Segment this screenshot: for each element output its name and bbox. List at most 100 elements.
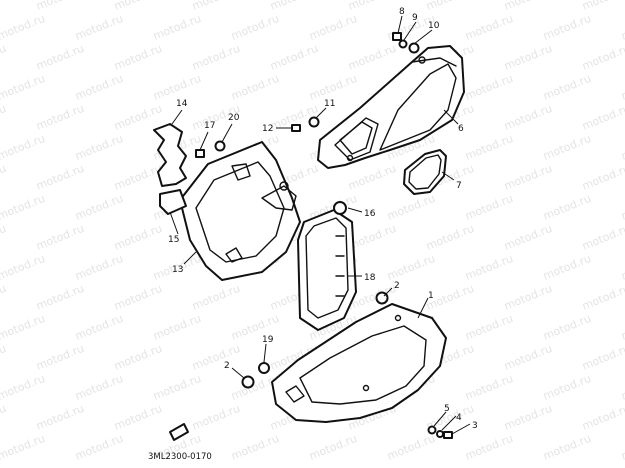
watermark-text: motod.ru xyxy=(541,432,593,463)
watermark-text: motod.ru xyxy=(112,42,164,73)
watermark-text: motod.ru xyxy=(463,132,515,163)
watermark-text: motod.ru xyxy=(34,222,86,253)
watermark-text: motod.ru xyxy=(0,72,47,103)
watermark-text: motod.ru xyxy=(619,12,625,43)
watermark-text: motod.ru xyxy=(502,402,554,433)
watermark-text: motod.ru xyxy=(541,252,593,283)
watermark-text: motod.ru xyxy=(463,312,515,343)
watermark-text: motod.ru xyxy=(385,432,437,463)
side-panel-part xyxy=(271,303,447,423)
watermark-text: motod.ru xyxy=(73,312,125,343)
watermark-text: motod.ru xyxy=(541,192,593,223)
watermark-text: motod.ru xyxy=(502,0,554,13)
seal-ring-part xyxy=(403,149,447,195)
bolt-3-icon xyxy=(443,431,453,439)
collar-5-icon xyxy=(427,425,437,435)
watermark-text: motod.ru xyxy=(190,42,242,73)
watermark-text: motod.ru xyxy=(541,72,593,103)
watermark-text: motod.ru xyxy=(619,132,625,163)
callout-17: 17 xyxy=(204,121,215,131)
callout-5: 5 xyxy=(444,404,450,414)
watermark-text: motod.ru xyxy=(34,102,86,133)
watermark-text: motod.ru xyxy=(619,312,625,343)
watermark-text: motod.ru xyxy=(151,372,203,403)
watermark-text: motod.ru xyxy=(34,342,86,373)
watermark-text: motod.ru xyxy=(346,0,398,13)
watermark-text: motod.ru xyxy=(580,102,625,133)
watermark-text: motod.ru xyxy=(619,372,625,403)
callout-2-upper: 2 xyxy=(394,281,400,291)
watermark-text: motod.ru xyxy=(385,252,437,283)
watermark-text: motod.ru xyxy=(0,402,8,433)
pad-part xyxy=(159,189,187,215)
watermark-text: motod.ru xyxy=(268,42,320,73)
callout-3: 3 xyxy=(472,421,478,431)
watermark-text: motod.ru xyxy=(463,432,515,463)
callout-18: 18 xyxy=(364,273,376,283)
watermark-text: motod.ru xyxy=(73,252,125,283)
watermark-text: motod.ru xyxy=(580,342,625,373)
callout-12: 12 xyxy=(262,124,273,134)
watermark-text: motod.ru xyxy=(0,162,8,193)
watermark-text: motod.ru xyxy=(307,432,359,463)
callout-16: 16 xyxy=(364,209,376,219)
callout-14: 14 xyxy=(176,99,188,109)
duct-part xyxy=(297,209,357,331)
watermark-text: motod.ru xyxy=(580,162,625,193)
grommet-10-icon xyxy=(408,42,420,54)
grommet-19-icon xyxy=(258,362,270,374)
watermark-text: motod.ru xyxy=(112,282,164,313)
callout-1: 1 xyxy=(428,291,434,301)
watermark-text: motod.ru xyxy=(580,222,625,253)
drawing-code: 3ML2300-0170 xyxy=(148,452,212,462)
watermark-text: motod.ru xyxy=(73,12,125,43)
watermark-text: motod.ru xyxy=(34,162,86,193)
watermark-text: motod.ru xyxy=(0,252,47,283)
watermark-text: motod.ru xyxy=(0,222,8,253)
callout-7: 7 xyxy=(456,181,462,191)
watermark-text: motod.ru xyxy=(190,0,242,13)
watermark-text: motod.ru xyxy=(0,312,47,343)
washer-4-icon xyxy=(436,430,444,438)
watermark-text: motod.ru xyxy=(190,402,242,433)
watermark-text: motod.ru xyxy=(385,192,437,223)
side-cover-part xyxy=(179,141,301,281)
watermark-text: motod.ru xyxy=(190,342,242,373)
watermark-text: motod.ru xyxy=(463,372,515,403)
watermark-text: motod.ru xyxy=(346,42,398,73)
callout-10: 10 xyxy=(428,21,440,31)
watermark-text: motod.ru xyxy=(0,132,47,163)
watermark-text: motod.ru xyxy=(541,312,593,343)
watermark-text: motod.ru xyxy=(151,12,203,43)
front-arrow-icon xyxy=(169,423,189,441)
watermark-text: motod.ru xyxy=(0,102,8,133)
watermark-text: motod.ru xyxy=(73,432,125,463)
callout-4: 4 xyxy=(456,413,462,423)
grommet-16-icon xyxy=(333,201,347,215)
watermark-text: motod.ru xyxy=(502,102,554,133)
watermark-text: motod.ru xyxy=(268,0,320,13)
watermark-text: motod.ru xyxy=(502,222,554,253)
callout-labels: 8 9 10 11 12 6 7 14 17 20 15 13 16 18 1 … xyxy=(168,7,478,431)
fasteners xyxy=(169,32,453,441)
grommet-11-icon xyxy=(308,116,320,128)
watermark-text: motod.ru xyxy=(541,372,593,403)
watermark-text: motod.ru xyxy=(34,42,86,73)
watermark-text: motod.ru xyxy=(73,372,125,403)
watermark-text: motod.ru xyxy=(424,222,476,253)
callout-6: 6 xyxy=(458,124,464,134)
washer-9-icon xyxy=(398,39,408,49)
watermark-text: motod.ru xyxy=(307,12,359,43)
callout-2-lower: 2 xyxy=(224,361,230,371)
bolt-17-icon xyxy=(195,149,205,158)
watermark-text: motod.ru xyxy=(580,0,625,13)
watermark-text: motod.ru xyxy=(0,342,8,373)
watermark-text: motod.ru xyxy=(502,42,554,73)
watermark-text: motod.ru xyxy=(0,192,47,223)
watermark-text: motod.ru xyxy=(580,42,625,73)
watermark-text: motod.ru xyxy=(0,372,47,403)
watermark-text: motod.ru xyxy=(112,342,164,373)
callout-8: 8 xyxy=(399,7,405,17)
watermark-text: motod.ru xyxy=(424,0,476,13)
